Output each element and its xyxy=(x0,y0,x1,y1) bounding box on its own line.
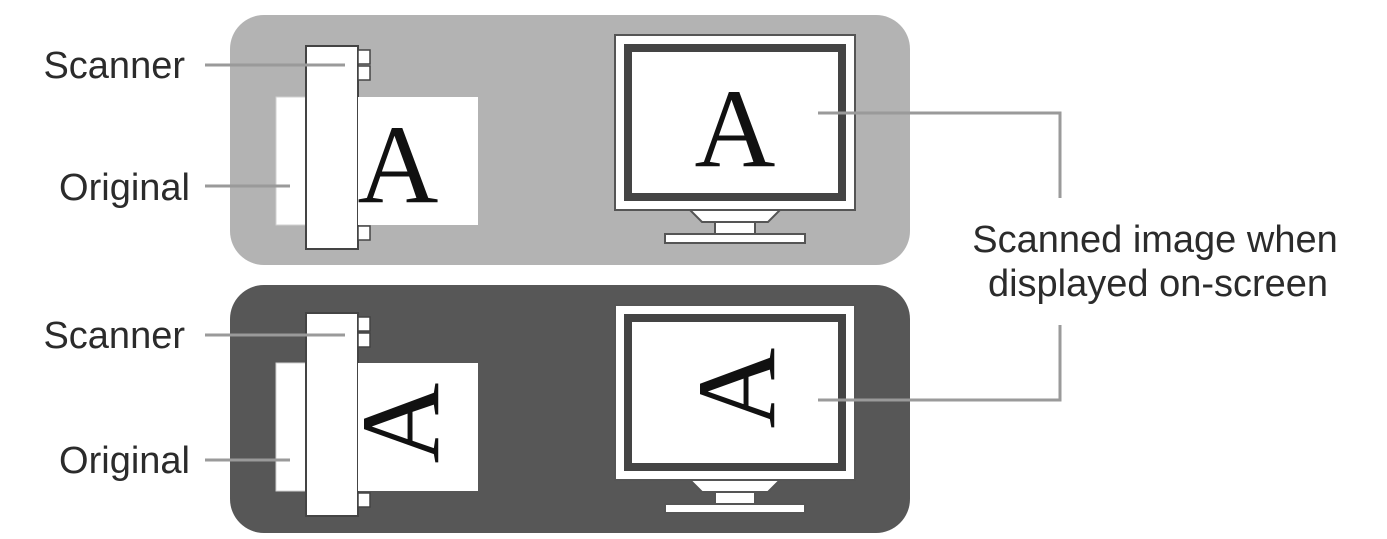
scanner-button xyxy=(357,65,371,81)
original-page-letter: A xyxy=(358,103,439,227)
callout-bracket-top xyxy=(818,111,1062,198)
scanner-icon: A xyxy=(275,45,478,250)
original-label: Original xyxy=(59,167,190,209)
monitor-screen xyxy=(632,322,838,463)
monitor-neck xyxy=(687,209,783,223)
monitor-base xyxy=(664,503,806,514)
scanner-button xyxy=(357,225,371,241)
panel-top: A A xyxy=(230,15,910,265)
scanner-body xyxy=(305,312,359,517)
monitor-icon: A xyxy=(614,304,856,514)
scanner-button xyxy=(357,316,371,332)
original-page xyxy=(358,363,478,491)
scanner-body xyxy=(305,45,359,250)
scanner-label: Scanner xyxy=(43,315,185,357)
screen-letter: A xyxy=(695,67,776,191)
scanner-label: Scanner xyxy=(43,45,185,87)
original-page-letter: A xyxy=(339,382,463,463)
panel-bottom: A A xyxy=(230,285,910,533)
monitor-neck xyxy=(687,479,783,493)
monitor-base xyxy=(664,233,806,244)
monitor-stand xyxy=(714,491,756,505)
scanner-icon: A xyxy=(275,312,478,517)
monitor-icon: A xyxy=(614,34,856,244)
monitor-screen xyxy=(632,52,838,193)
monitor-stand xyxy=(714,221,756,235)
callout-bracket-bottom xyxy=(818,325,1062,402)
callout-label-line1: Scanned image when xyxy=(972,219,1337,261)
scanner-button xyxy=(357,49,371,65)
scanner-button xyxy=(357,492,371,508)
original-label: Original xyxy=(59,440,190,482)
original-page xyxy=(358,97,478,225)
scanner-button xyxy=(357,332,371,348)
screen-letter: A xyxy=(675,347,799,428)
callout-label-line2: displayed on-screen xyxy=(988,263,1328,305)
